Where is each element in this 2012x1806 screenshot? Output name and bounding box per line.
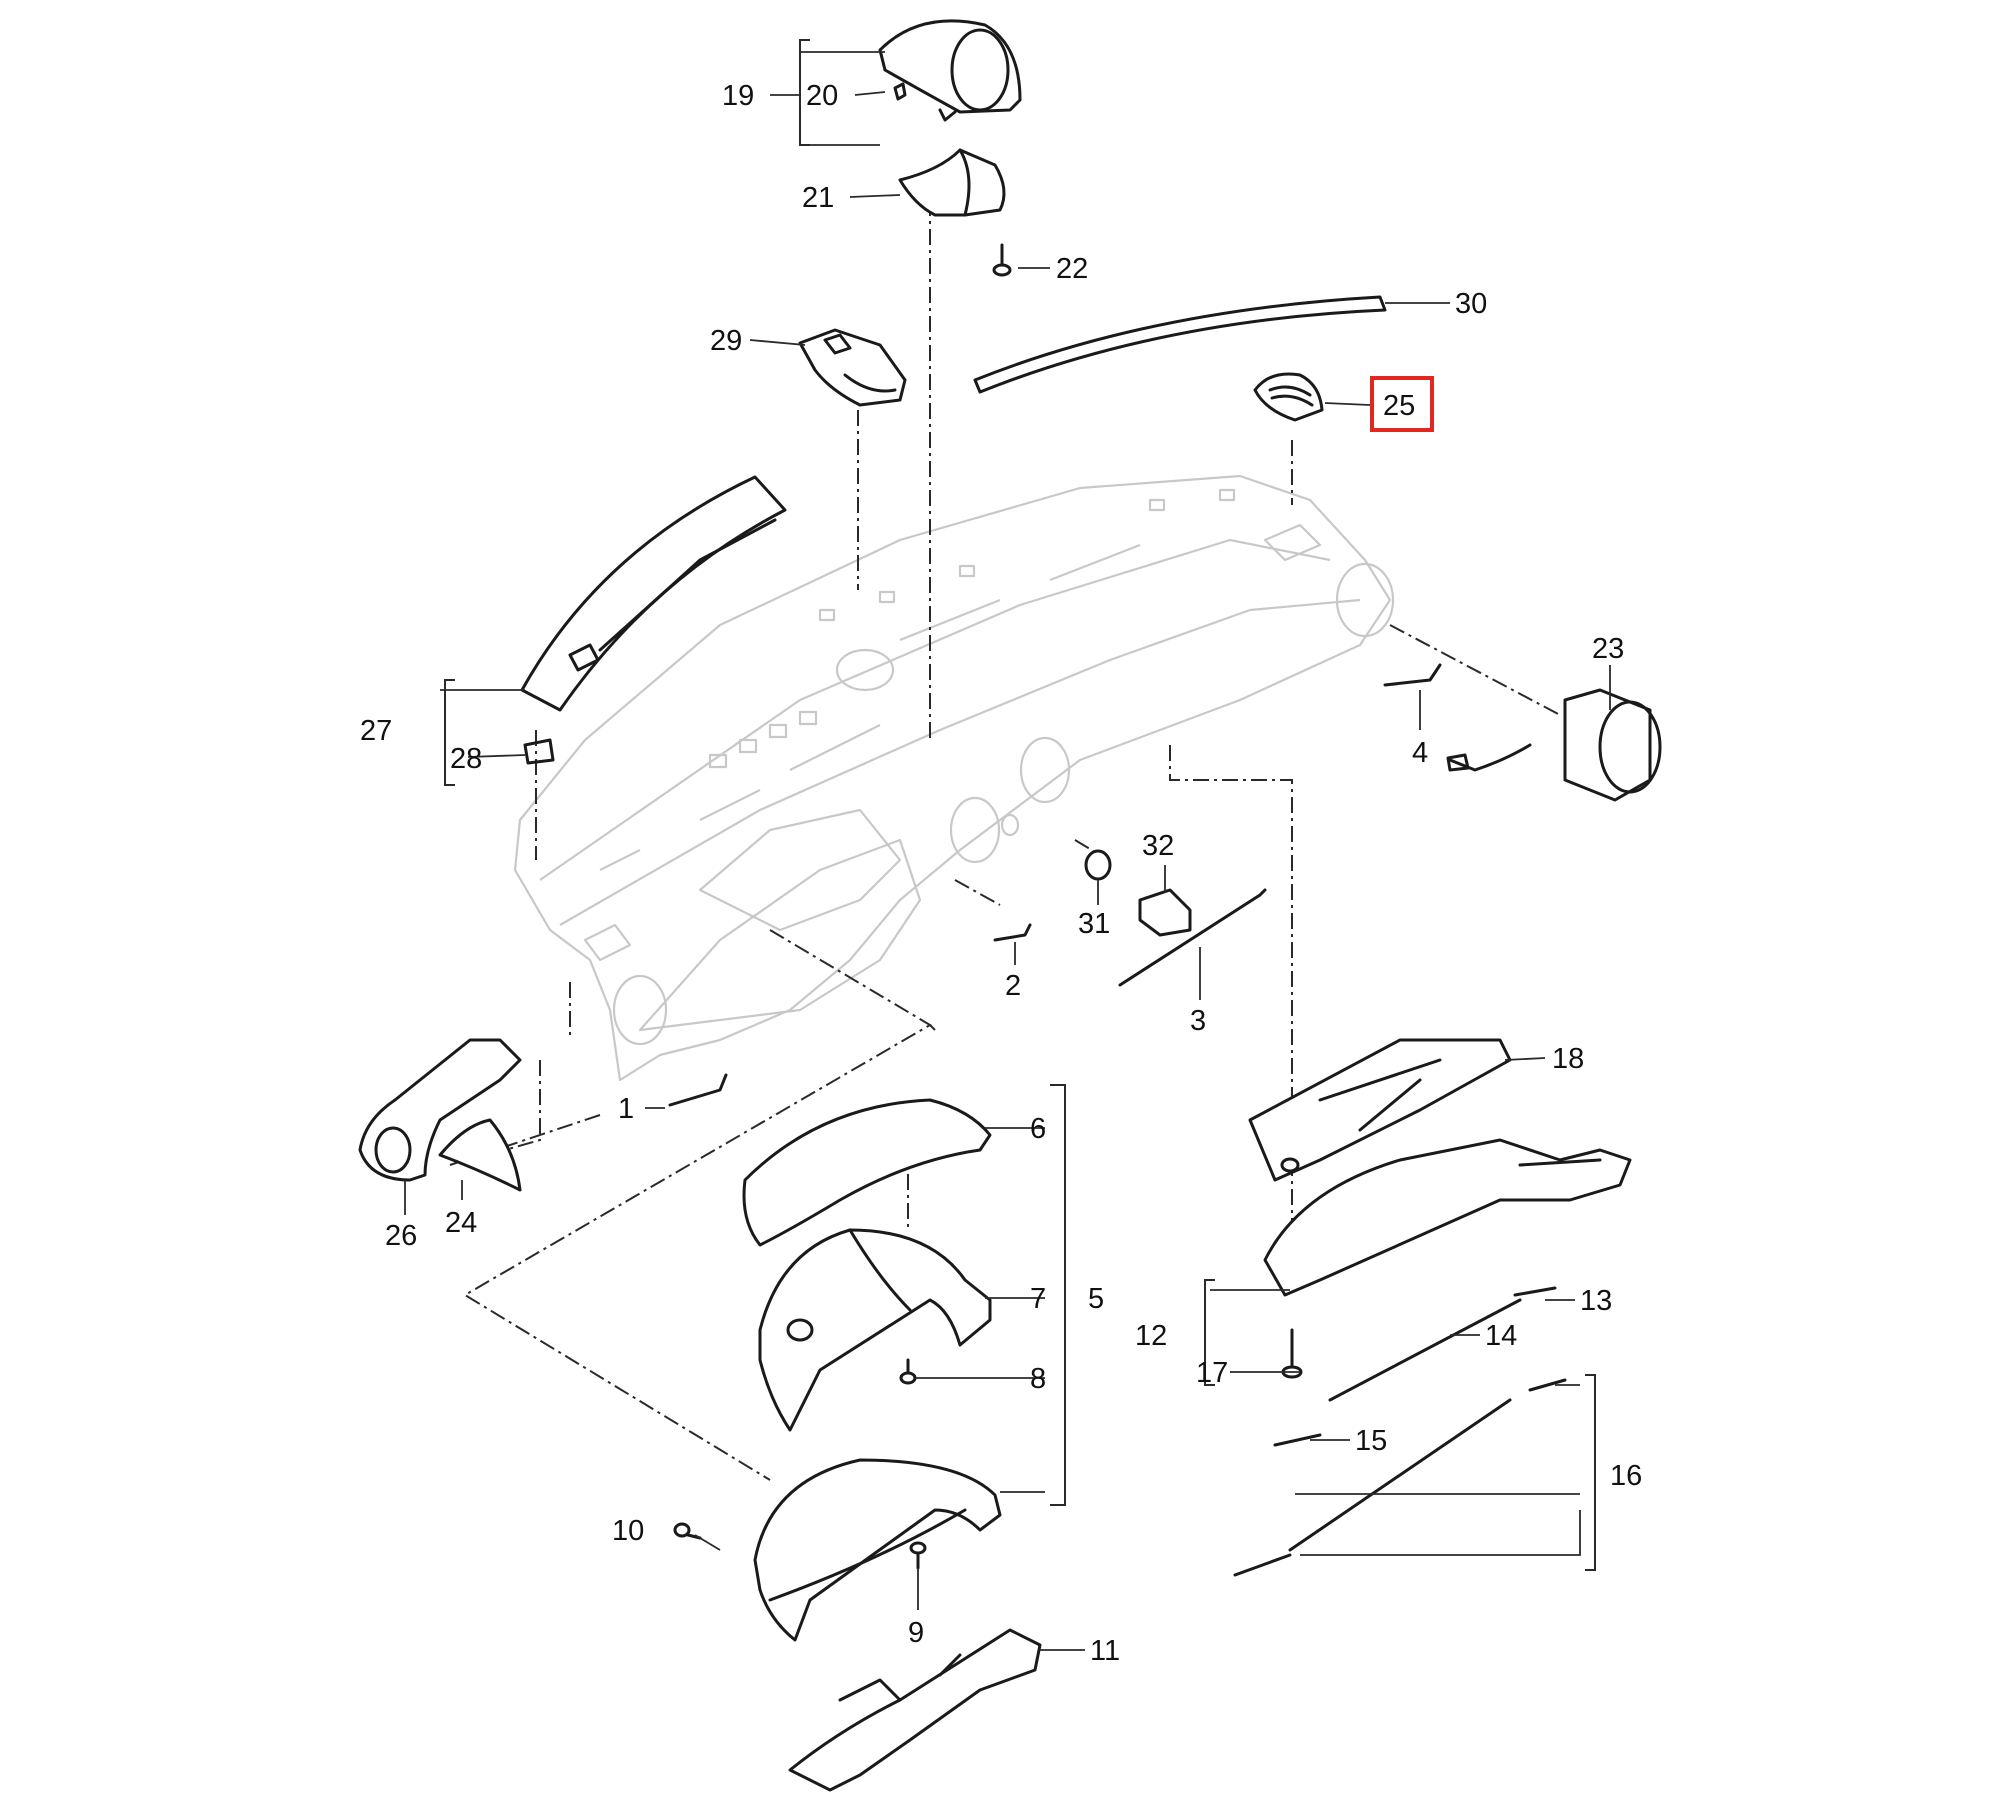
callout-6: 6 xyxy=(1030,1113,1046,1145)
callout-19: 19 xyxy=(722,80,754,112)
part-32-switch xyxy=(1138,888,1192,937)
dashboard-outline xyxy=(513,474,1395,1082)
callout-24: 24 xyxy=(445,1207,477,1239)
callout-25: 25 xyxy=(1383,390,1415,422)
part-30-trim-strip xyxy=(973,295,1387,394)
part-22-screw xyxy=(992,243,1012,277)
callout-26: 26 xyxy=(385,1220,417,1252)
part-13-cable-end xyxy=(1513,1286,1557,1297)
callout-9: 9 xyxy=(908,1617,924,1649)
part-11-lower-bracket xyxy=(788,1628,1042,1792)
part-6-cluster-pad xyxy=(742,1098,992,1247)
part-15-cable-end xyxy=(1273,1433,1322,1447)
callout-5: 5 xyxy=(1088,1283,1104,1315)
callout-29: 29 xyxy=(710,325,742,357)
callout-16: 16 xyxy=(1610,1460,1642,1492)
callout-22: 22 xyxy=(1056,253,1088,285)
part-24-cover xyxy=(438,1118,522,1192)
callout-13: 13 xyxy=(1580,1285,1612,1317)
part-4-clip xyxy=(1383,663,1442,687)
part-27-defroster-vent xyxy=(520,475,787,712)
part-29-speaker-cover xyxy=(798,328,907,407)
highlight-box-25 xyxy=(1370,376,1434,432)
callout-28: 28 xyxy=(450,743,482,775)
callout-4: 4 xyxy=(1412,737,1428,769)
callout-20: 20 xyxy=(806,80,838,112)
callout-2: 2 xyxy=(1005,970,1021,1002)
part-23-round-vent xyxy=(1446,688,1662,802)
callout-17: 17 xyxy=(1196,1357,1228,1389)
part-5-binnacle-lower-shell xyxy=(753,1458,1002,1642)
part-7-instrument-binnacle xyxy=(758,1228,992,1432)
callout-8: 8 xyxy=(1030,1363,1046,1395)
part-16-cable-set xyxy=(1233,1378,1567,1577)
callout-11: 11 xyxy=(1090,1635,1120,1667)
part-1-clip xyxy=(668,1073,728,1107)
callout-1: 1 xyxy=(618,1093,634,1125)
part-28-clip xyxy=(523,738,555,765)
part-18-cross-member xyxy=(1248,1038,1512,1182)
part-9-screw xyxy=(909,1541,927,1570)
part-12-support-beam xyxy=(1263,1138,1632,1297)
callout-32: 32 xyxy=(1142,830,1174,862)
part-3-trim xyxy=(1118,888,1267,987)
callout-14: 14 xyxy=(1485,1320,1517,1352)
callout-10: 10 xyxy=(612,1515,644,1547)
callout-30: 30 xyxy=(1455,288,1487,320)
callout-31: 31 xyxy=(1078,908,1110,940)
callout-23: 23 xyxy=(1592,633,1624,665)
callout-7: 7 xyxy=(1030,1283,1046,1315)
part-21-cover xyxy=(898,148,1006,217)
part-20-clip xyxy=(893,82,907,101)
callout-numbers: 19 20 21 22 30 29 25 27 28 23 4 32 31 2 … xyxy=(360,80,1642,1667)
part-26-side-vent xyxy=(358,1038,522,1182)
leader-lines xyxy=(404,51,1611,1651)
part-25-air-vent-cover xyxy=(1253,372,1324,422)
assembly-brackets xyxy=(444,39,1596,1571)
part-14-cable xyxy=(1328,1298,1522,1402)
part-2-clip xyxy=(993,923,1032,942)
part-19-instrument-hood xyxy=(878,19,1022,122)
callout-12: 12 xyxy=(1135,1320,1167,1352)
part-8-screw xyxy=(899,1358,917,1385)
callout-3: 3 xyxy=(1190,1005,1206,1037)
callout-18: 18 xyxy=(1552,1043,1584,1075)
part-31-indicator-lamp xyxy=(1084,849,1112,881)
callout-15: 15 xyxy=(1355,1425,1387,1457)
part-17-bolt xyxy=(1281,1328,1303,1379)
callout-27: 27 xyxy=(360,715,392,747)
callout-21: 21 xyxy=(802,182,834,214)
